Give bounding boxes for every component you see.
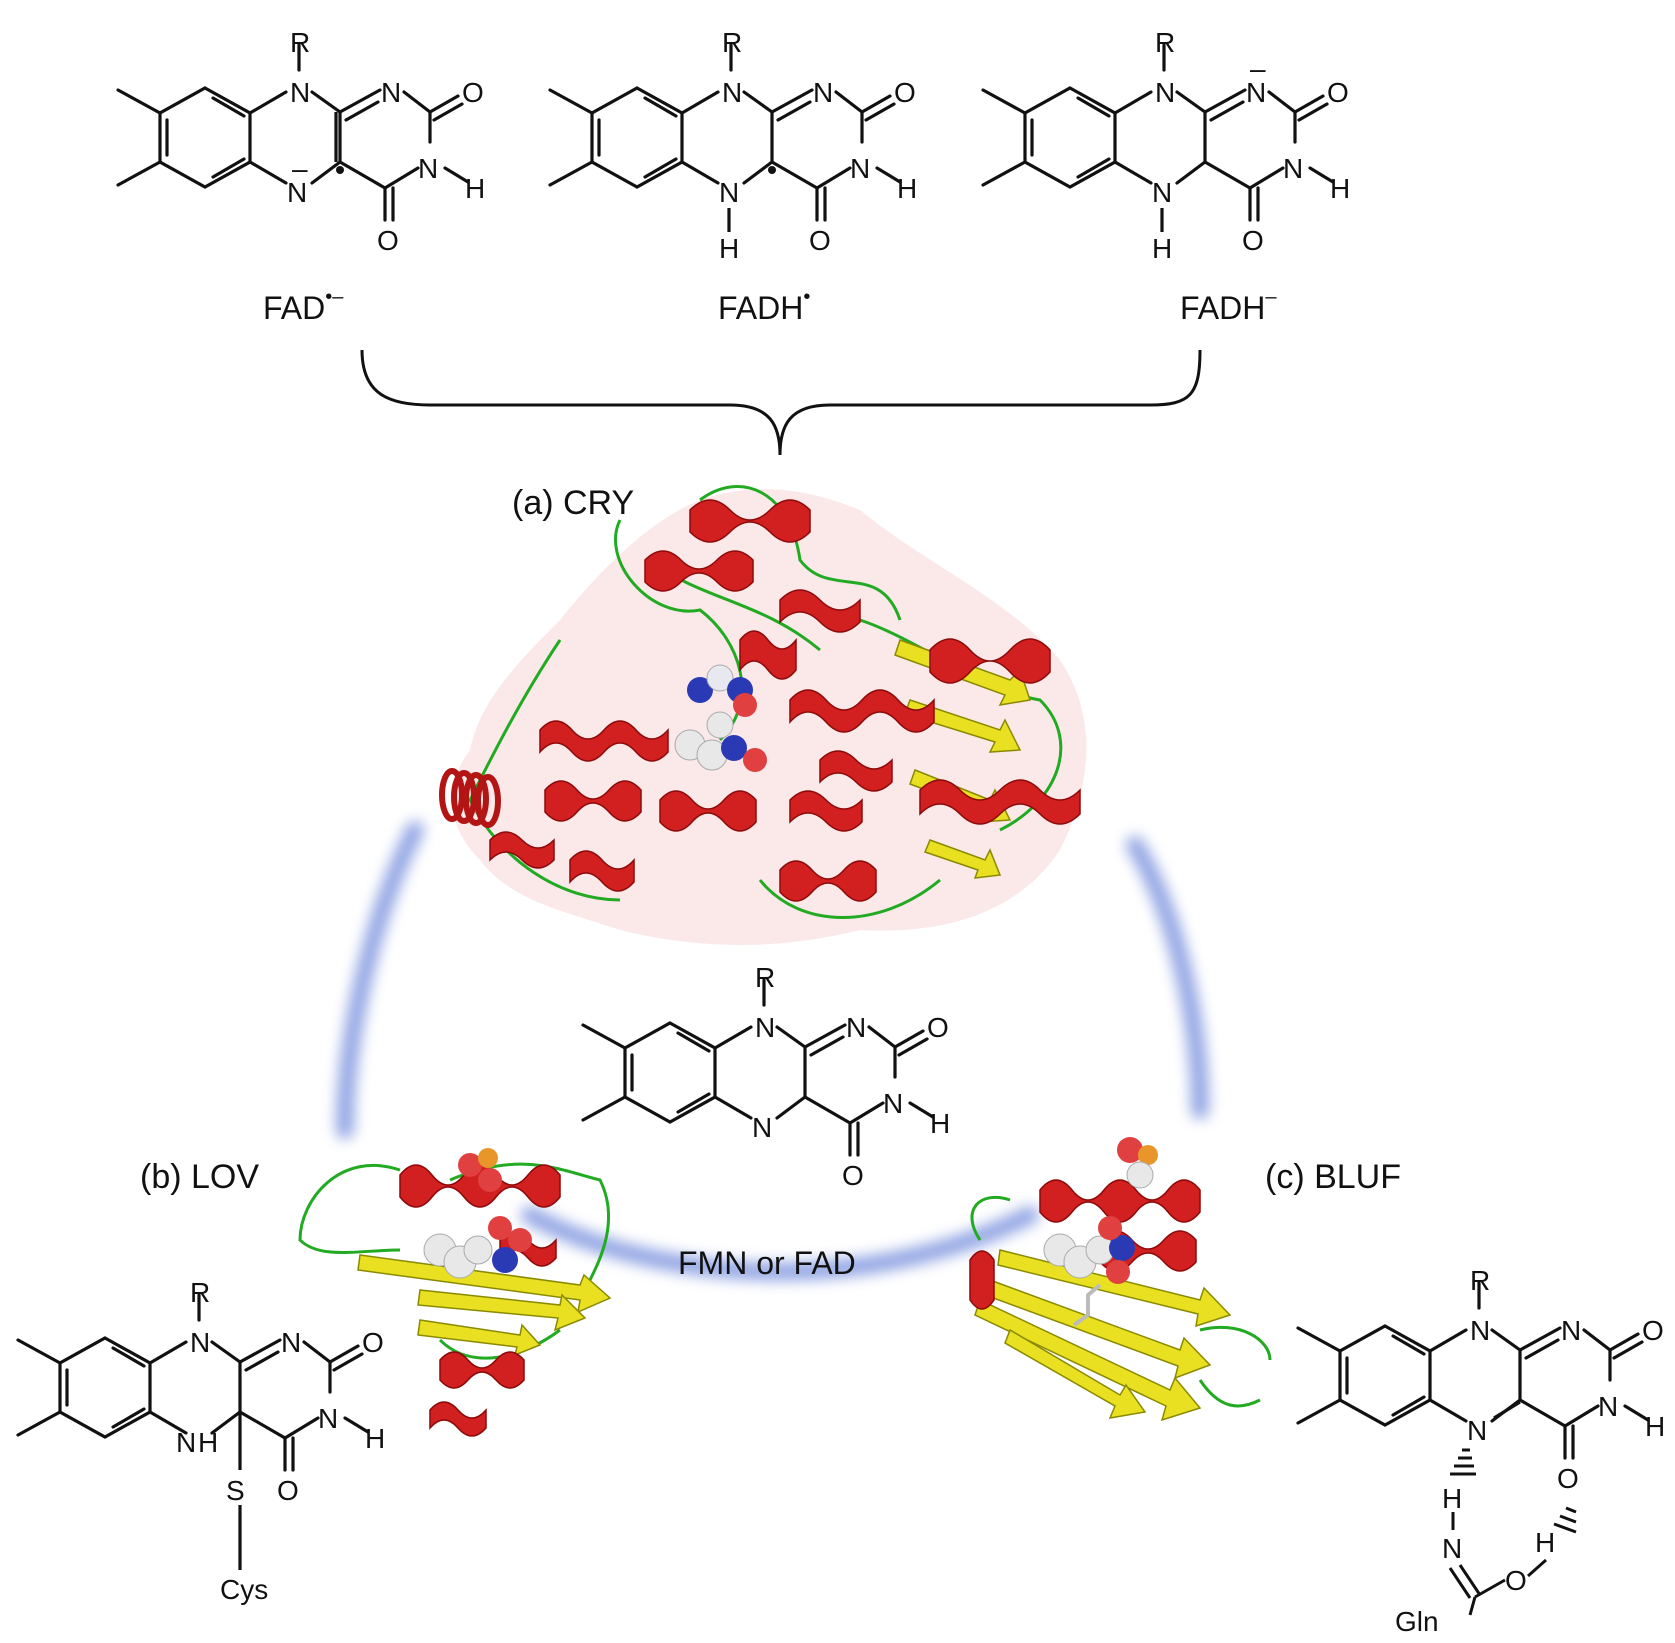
- svg-text:N: N: [1467, 1415, 1487, 1446]
- svg-text:–: –: [1250, 53, 1266, 84]
- protein-cartoon-lov: [298, 1148, 612, 1437]
- svg-text:H: H: [1442, 1483, 1462, 1514]
- svg-text:H: H: [1152, 233, 1172, 264]
- svg-text:N: N: [719, 177, 739, 208]
- bluf-gln-label: Gln: [1395, 1606, 1439, 1637]
- lov-sulfur-label: S: [226, 1475, 245, 1506]
- protein-cartoon-cry: [439, 485, 1087, 945]
- panel-label-cry: (a) CRY: [512, 484, 635, 522]
- flavin-structure-fadh-anion: N H –: [981, 25, 1352, 264]
- svg-text:N: N: [287, 177, 307, 208]
- species-label-fadh-radical: FADH•: [718, 286, 811, 326]
- svg-text:N: N: [176, 1427, 196, 1458]
- protein-cartoon-bluf: [969, 1137, 1272, 1422]
- species-label-fad-anion-radical: FAD•–: [263, 286, 344, 326]
- svg-text:–: –: [292, 153, 308, 184]
- species-label-fadh-anion: FADH–: [1180, 286, 1277, 326]
- svg-text:H: H: [1535, 1527, 1555, 1558]
- curly-brace-icon: [360, 349, 1202, 456]
- flavin-structure-oxidized: N: [581, 960, 952, 1193]
- cycle-arc-icon: [336, 821, 1209, 1281]
- svg-text:N: N: [1442, 1533, 1462, 1564]
- flavin-structure-bluf: N H N O H: [1296, 1263, 1667, 1616]
- svg-text:H: H: [719, 233, 739, 264]
- svg-text:H: H: [198, 1427, 218, 1458]
- flavin-structure-fadh-radical: N H: [548, 25, 919, 264]
- lov-cys-label: Cys: [220, 1574, 269, 1605]
- flavin-structure-fad-anion-radical: N –: [116, 25, 487, 258]
- svg-text:N: N: [752, 1112, 772, 1143]
- svg-text:N: N: [1152, 177, 1172, 208]
- panel-label-bluf: (c) BLUF: [1265, 1158, 1401, 1196]
- center-label-fmn-or-fad: FMN or FAD: [678, 1245, 856, 1281]
- svg-text:O: O: [1505, 1565, 1527, 1596]
- flavin-structure-lov-adduct: N H: [16, 1275, 387, 1570]
- panel-label-lov: (b) LOV: [140, 1158, 260, 1196]
